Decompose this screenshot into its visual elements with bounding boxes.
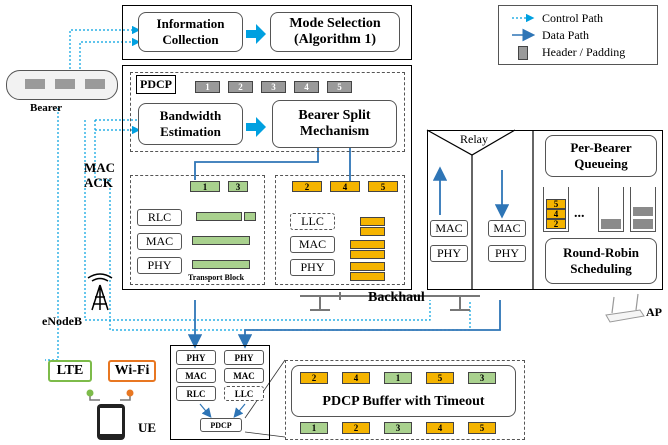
control-panel [122, 5, 412, 60]
queue-packet [633, 219, 653, 229]
enodeb-box [122, 65, 412, 290]
ue-lte-phy: PHY [176, 350, 216, 365]
wifi-phy-layer: PHY [290, 259, 335, 276]
queue-packet [633, 207, 653, 216]
buffer-segment: 5 [426, 372, 454, 384]
rlc-layer: RLC [137, 209, 182, 226]
phy-pdu-wifi [350, 272, 385, 281]
llc-pdu [360, 217, 385, 226]
queue-ellipsis: ... [574, 206, 585, 221]
relay-label: Relay [460, 132, 488, 146]
ordered-segment: 3 [384, 422, 412, 434]
wifi-mac-layer: MAC [290, 236, 335, 253]
legend-control-path: Control Path [542, 11, 604, 25]
ue-wifi-phy: PHY [224, 350, 264, 365]
round-robin-box: Round-Robin Scheduling [545, 238, 657, 284]
ordered-segment: 4 [426, 422, 454, 434]
ue-lte-mac: MAC [176, 368, 216, 383]
ue-stack-box [170, 345, 270, 440]
legend [498, 5, 658, 65]
pdcp-buffer-box [285, 360, 525, 440]
bearer-packet [55, 79, 75, 89]
lte-badge: LTE [48, 360, 92, 382]
pdcp-segment: 5 [327, 81, 352, 93]
pdcp-segment: 3 [261, 81, 286, 93]
buffer-segment: 3 [468, 372, 496, 384]
wifi-badge: Wi-Fi [108, 360, 156, 382]
pdcp-label: PDCP [136, 75, 176, 94]
lte-stack-box [130, 175, 265, 285]
legend-data-path: Data Path [542, 28, 589, 42]
buffer-segment: 1 [384, 372, 412, 384]
queue [598, 187, 624, 232]
lte-segment: 3 [228, 181, 248, 192]
mode-selection-box: Mode Selection (Algorithm 1) [270, 12, 400, 52]
phy-pdu [192, 260, 250, 269]
llc-layer: LLC [290, 213, 335, 230]
relay-phy-left: PHY [430, 245, 468, 262]
bearer-split-box: Bearer Split Mechanism [272, 100, 397, 148]
transport-block-label: Transport Block [188, 273, 245, 282]
legend-header-icon [518, 46, 528, 60]
ap-box [427, 130, 663, 290]
rlc-pdu [244, 212, 256, 221]
queue [630, 187, 656, 232]
wifi-segment: 5 [368, 181, 398, 192]
ue-lte-rlc: RLC [176, 386, 216, 401]
queue [543, 187, 569, 232]
queue-packet: 4 [546, 209, 566, 219]
ue-pdcp: PDCP [200, 418, 242, 432]
queue-packet: 5 [546, 199, 566, 209]
pdcp-segment: 2 [228, 81, 253, 93]
ordered-segment: 2 [342, 422, 370, 434]
per-bearer-queueing-box: Per-Bearer Queueing [545, 135, 657, 177]
mac-pdu-wifi [350, 240, 385, 249]
relay-mac-left: MAC [430, 220, 468, 237]
ue-wifi-mac: MAC [224, 368, 264, 383]
pdcp-segment: 1 [195, 81, 220, 93]
relay-mac-right: MAC [488, 220, 526, 237]
phone-icon [97, 404, 125, 440]
llc-pdu [360, 227, 385, 236]
ordered-segment: 1 [300, 422, 328, 434]
bearer-label: Bearer [30, 102, 63, 114]
enodeb-label: eNodeB [42, 314, 82, 328]
wifi-segment: 4 [330, 181, 360, 192]
mac-pdu-wifi [350, 250, 385, 259]
ue-wifi-llc: LLC [224, 386, 264, 401]
legend-header-padding: Header / Padding [542, 45, 626, 59]
antenna-tower-icon [87, 273, 113, 311]
bearer-packet [25, 79, 45, 89]
backhaul-label: Backhaul [368, 290, 425, 305]
bearer-packet [85, 79, 105, 89]
mac-ack-label: MAC ACK [84, 160, 116, 190]
ordered-segment: 5 [468, 422, 496, 434]
bandwidth-estimation-box: Bandwidth Estimation [138, 103, 243, 145]
buffer-segment: 2 [300, 372, 328, 384]
mac-layer: MAC [137, 233, 182, 250]
wifi-segment: 2 [292, 181, 322, 192]
phy-pdu-wifi [350, 262, 385, 271]
buffer-segment: 4 [342, 372, 370, 384]
pdcp-segment: 4 [294, 81, 319, 93]
rlc-pdu [196, 212, 242, 221]
info-collection-box: Information Collection [138, 12, 243, 52]
mac-pdu [192, 236, 250, 245]
queue-packet: 2 [546, 219, 566, 229]
pdcp-box [130, 72, 405, 152]
ue-label: UE [138, 420, 157, 435]
phy-layer: PHY [137, 257, 182, 274]
ap-label: AP [646, 305, 662, 319]
queue-packet [601, 219, 621, 229]
wifi-stack-box [275, 175, 405, 285]
relay-phy-right: PHY [488, 245, 526, 262]
lte-segment: 1 [190, 181, 220, 192]
